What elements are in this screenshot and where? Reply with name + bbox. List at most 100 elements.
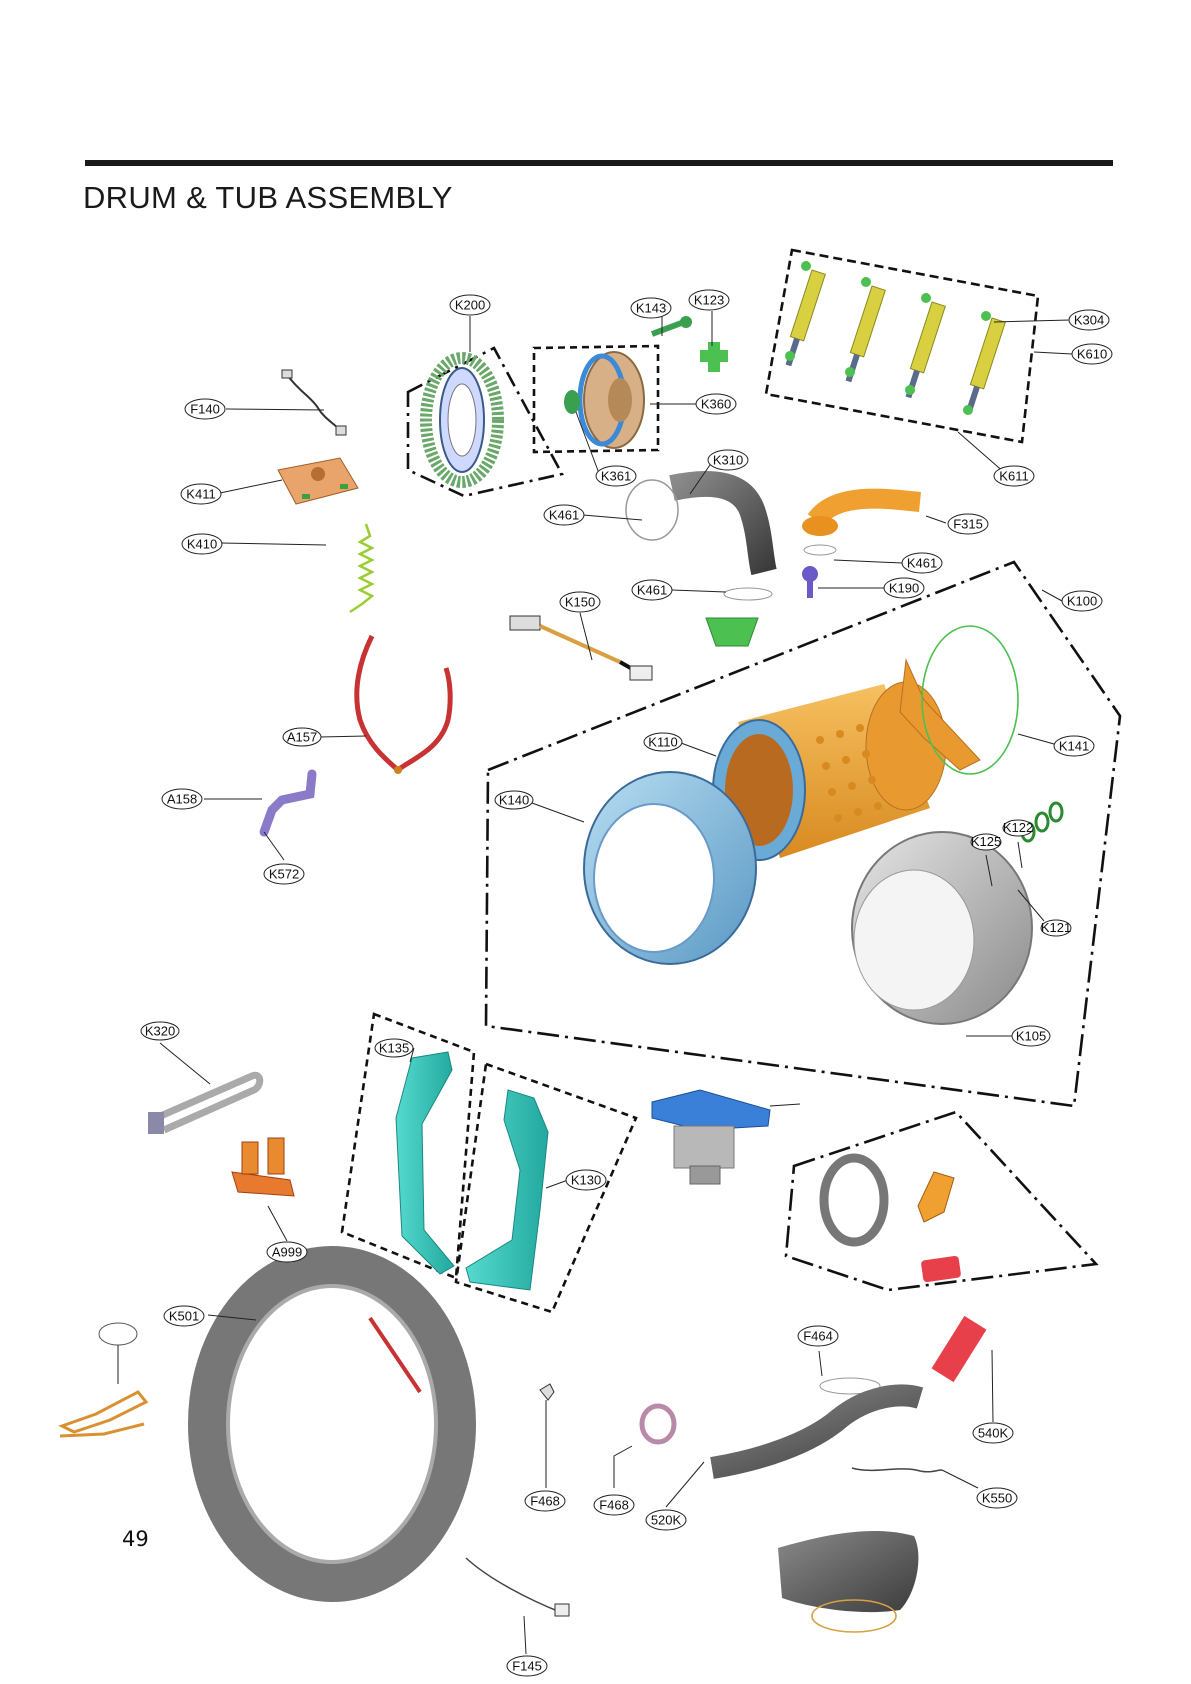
spider-bolt-k123 — [700, 342, 728, 372]
clamp-k461 — [803, 544, 837, 556]
hub-k361 — [564, 390, 580, 414]
label-k130[interactable]: K130 — [565, 1169, 607, 1191]
label-k200[interactable]: K200 — [449, 294, 491, 316]
label-f468-small[interactable]: F468 — [524, 1490, 566, 1512]
heater-k320 — [148, 1071, 264, 1134]
label-a157[interactable]: A157 — [282, 727, 322, 747]
label-k501[interactable]: K501 — [163, 1305, 205, 1327]
svg-text:K410: K410 — [187, 537, 217, 552]
pump-parts-outline — [784, 1110, 1099, 1292]
label-k361[interactable]: K361 — [595, 465, 637, 487]
svg-text:K190: K190 — [889, 581, 919, 596]
svg-text:K130: K130 — [571, 1173, 601, 1188]
label-f145[interactable]: F145 — [506, 1655, 548, 1677]
svg-text:K122: K122 — [1003, 820, 1033, 835]
sensor-k150 — [509, 615, 653, 681]
svg-text:F140: F140 — [190, 402, 220, 417]
o-ring-k141 — [921, 625, 1019, 775]
gasket-spring-clip — [58, 1322, 149, 1438]
spring-k410 — [349, 523, 375, 614]
header-rule — [85, 160, 1113, 166]
label-k610[interactable]: K610 — [1071, 343, 1113, 365]
svg-text:K125: K125 — [971, 834, 1001, 849]
leader-lines — [117, 311, 1073, 1655]
label-k461-left[interactable]: K461 — [631, 579, 673, 601]
stator-k200 — [420, 352, 504, 488]
label-k411[interactable]: K411 — [180, 483, 222, 505]
svg-text:K123: K123 — [694, 293, 724, 308]
label-a999[interactable]: A999 — [266, 1241, 308, 1263]
label-k122[interactable]: K122 — [1002, 819, 1034, 837]
frame-right-outline — [454, 1062, 638, 1314]
label-k304[interactable]: K304 — [1068, 309, 1110, 331]
label-k150[interactable]: K150 — [559, 591, 601, 613]
label-k123[interactable]: K123 — [688, 289, 730, 311]
rotor-k360 — [577, 351, 645, 449]
bolt-k143 — [650, 316, 692, 337]
svg-text:K461: K461 — [549, 508, 579, 523]
clamp-f468-small — [539, 1383, 555, 1401]
label-f140[interactable]: F140 — [184, 398, 226, 420]
label-k143[interactable]: K143 — [630, 297, 672, 319]
svg-text:F145: F145 — [512, 1659, 542, 1674]
label-k121[interactable]: K121 — [1040, 919, 1072, 937]
svg-text:K304: K304 — [1074, 313, 1104, 328]
label-k310[interactable]: K310 — [707, 449, 749, 471]
bracket-k411 — [277, 457, 359, 505]
svg-text:K501: K501 — [169, 1309, 199, 1324]
label-k125[interactable]: K125 — [970, 833, 1002, 851]
svg-text:K572: K572 — [269, 867, 299, 882]
drain-hose-520k — [710, 1384, 924, 1479]
frame-left-outline — [340, 1012, 476, 1280]
svg-text:A158: A158 — [167, 792, 197, 807]
label-k410[interactable]: K410 — [181, 533, 223, 555]
svg-text:K200: K200 — [455, 298, 485, 313]
frame-k135 — [395, 1051, 455, 1275]
svg-text:F468: F468 — [599, 1498, 629, 1513]
svg-text:K320: K320 — [145, 1024, 175, 1039]
label-k190[interactable]: K190 — [883, 577, 925, 599]
label-a158[interactable]: A158 — [161, 788, 203, 810]
svg-text:F464: F464 — [803, 1329, 833, 1344]
clamp-k461-small — [723, 587, 773, 601]
svg-text:K121: K121 — [1041, 920, 1071, 935]
svg-text:K105: K105 — [1016, 1029, 1046, 1044]
svg-text:A999: A999 — [272, 1245, 302, 1260]
svg-text:K100: K100 — [1067, 594, 1097, 609]
label-k105[interactable]: K105 — [1011, 1025, 1051, 1047]
door-gasket-k501 — [188, 1246, 476, 1602]
svg-text:K150: K150 — [565, 595, 595, 610]
label-k550[interactable]: K550 — [976, 1487, 1018, 1509]
svg-text:K110: K110 — [648, 735, 677, 750]
label-f468-clamp[interactable]: F468 — [593, 1494, 635, 1516]
drain-pump — [651, 1089, 771, 1185]
sump-hose — [778, 1531, 919, 1633]
pump-kit-parts — [819, 1153, 961, 1283]
label-k320[interactable]: K320 — [140, 1021, 180, 1041]
label-k461-right[interactable]: K461 — [901, 552, 943, 574]
label-k110[interactable]: K110 — [643, 732, 683, 752]
label-k572[interactable]: K572 — [263, 863, 305, 885]
label-k100[interactable]: K100 — [1061, 590, 1103, 612]
label-k360[interactable]: K360 — [695, 393, 737, 415]
svg-text:F468: F468 — [530, 1494, 560, 1509]
label-520k[interactable]: 520K — [645, 1509, 687, 1531]
label-k461-hose[interactable]: K461 — [543, 504, 585, 526]
label-540k[interactable]: 540K — [972, 1422, 1014, 1444]
wire-f145-connector — [554, 1603, 570, 1617]
svg-text:540K: 540K — [978, 1426, 1009, 1441]
label-k135[interactable]: K135 — [374, 1038, 414, 1058]
page-number: 49 — [122, 1527, 149, 1551]
label-f315[interactable]: F315 — [947, 513, 989, 535]
svg-text:F315: F315 — [953, 517, 983, 532]
tub-group-outline — [484, 560, 1122, 1108]
svg-text:A157: A157 — [287, 730, 317, 745]
label-f464[interactable]: F464 — [797, 1325, 839, 1347]
label-k611[interactable]: K611 — [993, 465, 1035, 487]
fitting-a999 — [231, 1137, 295, 1197]
svg-text:K140: K140 — [499, 793, 529, 808]
label-k141[interactable]: K141 — [1053, 735, 1095, 757]
bellows-hose-k310 — [625, 470, 777, 576]
label-k140[interactable]: K140 — [494, 790, 534, 810]
